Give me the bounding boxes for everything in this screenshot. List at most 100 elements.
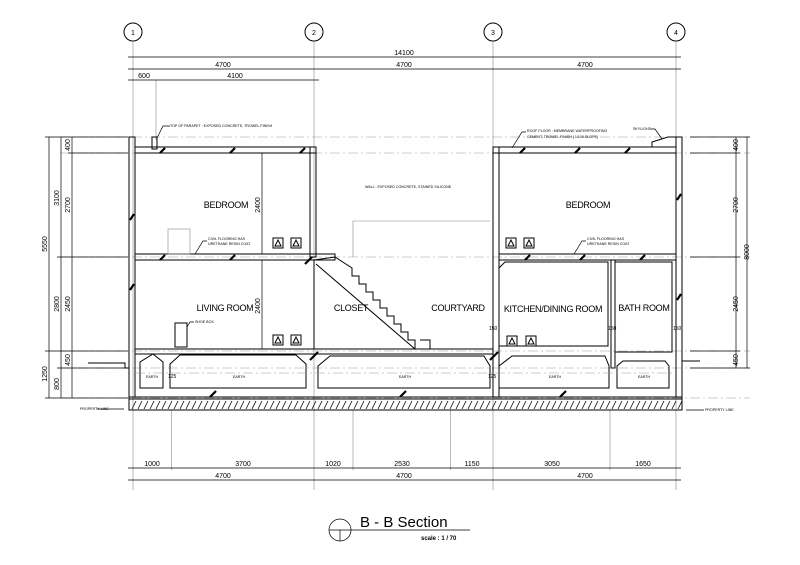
hatch-line xyxy=(665,400,671,410)
grid-label: 4 xyxy=(674,30,678,37)
hatch-line xyxy=(551,400,557,410)
hatch-line xyxy=(239,400,245,410)
hatch-line xyxy=(287,400,293,410)
dim: 450 xyxy=(65,354,72,366)
hatch-line xyxy=(401,400,407,410)
grid-bubble-2: 2 xyxy=(304,22,324,42)
hatch-line xyxy=(275,400,281,410)
ceiling-height: 2400 xyxy=(255,298,262,314)
room-label-kitchen-dining: KITCHEN/DINING ROOM xyxy=(504,304,602,314)
drawing-scale: scale : 1 / 70 xyxy=(421,536,457,542)
grid-bubble-4: 4 xyxy=(666,22,686,42)
dim: 2700 xyxy=(65,197,72,213)
hatch-line xyxy=(587,400,593,410)
room-label-bath-room: BATH ROOM xyxy=(618,303,669,313)
hatch-line xyxy=(647,400,653,410)
grid-bubble-3: 3 xyxy=(483,22,503,42)
note-wall: WALL : EXPOSED CONCRETE, STAINED SILICON… xyxy=(365,185,452,189)
hatch-line xyxy=(455,400,461,410)
hatch-line xyxy=(395,400,401,410)
hatch-line xyxy=(221,400,227,410)
hatch-line xyxy=(299,400,305,410)
title-block: B - B Section scale : 1 / 70 xyxy=(328,514,470,542)
hatch-line xyxy=(593,400,599,410)
hatch-line xyxy=(215,400,221,410)
dim: 4700 xyxy=(577,62,593,69)
hatch-line xyxy=(425,400,431,410)
grid-bubble-1: 1 xyxy=(123,22,143,42)
hatch-line xyxy=(527,400,533,410)
hatch-line xyxy=(443,400,449,410)
hatch-line xyxy=(419,400,425,410)
note-floor-right: CIVIL FLOORING HAS xyxy=(587,237,625,241)
hatch-line xyxy=(353,400,359,410)
hatch-line xyxy=(329,400,335,410)
hatch-line xyxy=(155,400,161,410)
grid-label: 3 xyxy=(491,30,495,37)
hatch-line xyxy=(611,400,617,410)
hatch-line xyxy=(137,400,143,410)
hatch-line xyxy=(671,400,677,410)
dim: 4700 xyxy=(215,473,231,480)
hatch-line xyxy=(641,400,647,410)
hatch-line xyxy=(281,400,287,410)
room-label-closet: CLOSET xyxy=(334,303,369,313)
dim: 1000 xyxy=(144,461,160,468)
dim: 4700 xyxy=(396,473,412,480)
dim: 2530 xyxy=(394,461,410,468)
hatch-line xyxy=(545,400,551,410)
note-floor-right-2: URETHANE RESIN COAT xyxy=(587,242,630,246)
hatch-line xyxy=(557,400,563,410)
dim: 800 xyxy=(54,378,61,390)
hatch-line xyxy=(431,400,437,410)
dim: 4700 xyxy=(215,62,231,69)
hatch-line xyxy=(623,400,629,410)
ceiling-height: 2400 xyxy=(255,197,262,213)
dim-overall: 14100 xyxy=(394,50,414,57)
room-label-bedroom-left: BEDROOM xyxy=(204,200,248,210)
dim: 2700 xyxy=(733,197,740,213)
level-mark: 125 xyxy=(488,374,497,380)
hatch-line xyxy=(653,400,659,410)
hatch-line xyxy=(197,400,203,410)
hatch-line xyxy=(389,400,395,410)
hatch-line xyxy=(677,400,683,410)
hatch-line xyxy=(629,400,635,410)
hatch-line xyxy=(509,400,515,410)
dim: 4700 xyxy=(577,473,593,480)
hatch-line xyxy=(485,400,491,410)
hatch-line xyxy=(209,400,215,410)
hatch-line xyxy=(449,400,455,410)
hatch-line xyxy=(467,400,473,410)
note-parapet: TOP OF PARAPET : EXPOSED CONCRETE, TROWE… xyxy=(170,124,273,128)
dim: 1150 xyxy=(464,461,479,468)
hatch-line xyxy=(167,400,173,410)
grid-lines xyxy=(60,42,750,490)
level-mark: 150 xyxy=(608,326,617,332)
right-dimensions: 400 2700 2450 450 8000 xyxy=(690,136,751,369)
dim: 2450 xyxy=(65,296,72,312)
hatch-line xyxy=(203,400,209,410)
hatch-line xyxy=(569,400,575,410)
note-skylight: SKYLIGHT xyxy=(633,127,652,131)
hatch-line xyxy=(521,400,527,410)
hatch-line xyxy=(461,400,467,410)
room-label-bedroom-right: BEDROOM xyxy=(566,200,610,210)
hatch-line xyxy=(605,400,611,410)
hatch-line xyxy=(497,400,503,410)
dim: 3700 xyxy=(235,461,251,468)
dim: 400 xyxy=(65,139,72,151)
hatch-line xyxy=(617,400,623,410)
hatch-line xyxy=(659,400,665,410)
hatch-line xyxy=(377,400,383,410)
hatch-line xyxy=(341,400,347,410)
hatch-line xyxy=(233,400,239,410)
foundation-hatch xyxy=(131,400,683,410)
hatch-line xyxy=(173,400,179,410)
dim: 2450 xyxy=(733,296,740,312)
earth-label: EARTH xyxy=(399,375,412,379)
left-dimensions: 5550 3100 2800 1250 400 2700 2450 450 80… xyxy=(42,136,128,399)
hatch-line xyxy=(359,400,365,410)
dim: 1250 xyxy=(42,366,49,382)
hatch-line xyxy=(533,400,539,410)
